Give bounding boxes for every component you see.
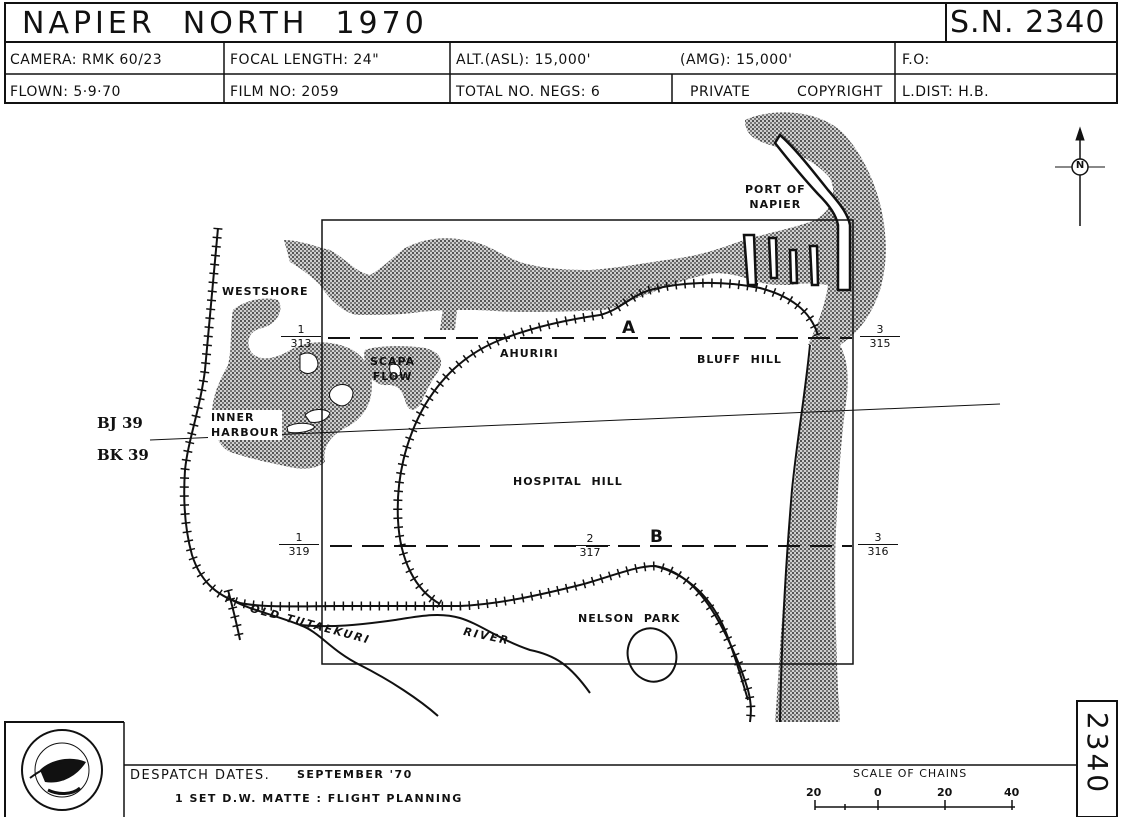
sheet-label-bk39: BK 39 bbox=[97, 446, 149, 464]
film-no-field: FILM NO: 2059 bbox=[230, 84, 340, 100]
bluff-hill-label: BLUFF HILL bbox=[697, 353, 782, 366]
run-b-start-strip: 1 bbox=[279, 531, 319, 545]
run-a-start-strip: 1 bbox=[281, 323, 321, 337]
scale-title: SCALE OF CHAINS bbox=[853, 767, 968, 780]
flown-field: FLOWN: 5·9·70 bbox=[10, 84, 121, 100]
sheet-label-bj39: BJ 39 bbox=[97, 414, 143, 432]
westshore-label: WESTSHORE bbox=[222, 285, 309, 298]
footer-frame bbox=[4, 700, 1118, 817]
run-b-end-strip: 3 bbox=[858, 531, 898, 545]
port-wharves bbox=[742, 133, 852, 292]
run-a-letter: A bbox=[622, 318, 636, 338]
sheet-number-vertical: 2340 bbox=[1078, 703, 1118, 803]
photo-coverage-frame bbox=[321, 219, 854, 665]
company-logo bbox=[21, 729, 103, 811]
camera-field: CAMERA: RMK 60/23 bbox=[10, 52, 163, 68]
run-a-end-frame: 3 315 bbox=[860, 323, 900, 350]
coast-road bbox=[779, 344, 811, 723]
inner-harbour-label: INNER HARBOUR bbox=[208, 410, 283, 440]
alt-amg-field: (AMG): 15,000' bbox=[680, 52, 793, 68]
scapa-flow-label: SCAPA FLOW bbox=[370, 355, 416, 383]
run-b-mid-photo: 317 bbox=[579, 546, 601, 559]
nelson-park-oval bbox=[626, 627, 678, 683]
run-a-end-photo: 315 bbox=[869, 337, 891, 350]
sheet-number-vertical-text: 2340 bbox=[1081, 711, 1115, 795]
run-a-start-frame: 1 313 bbox=[281, 323, 321, 350]
private-label: PRIVATE bbox=[690, 84, 751, 100]
old-tutaekuri-river bbox=[231, 599, 591, 717]
run-b-mid-frame: 2 317 bbox=[570, 532, 610, 559]
port-of-napier-label: PORT OF NAPIER bbox=[745, 183, 806, 211]
railway-lines bbox=[179, 227, 823, 723]
copyright-label: COPYRIGHT bbox=[797, 84, 883, 100]
header-table bbox=[4, 2, 1118, 104]
north-label: N bbox=[1075, 160, 1085, 171]
alt-asl-field: ALT.(ASL): 15,000' bbox=[456, 52, 591, 68]
ahuriri-label: AHURIRI bbox=[500, 347, 559, 360]
run-b-start-frame: 1 319 bbox=[279, 531, 319, 558]
scale-tick-0: 20 bbox=[806, 786, 822, 799]
north-arrow bbox=[1055, 126, 1105, 226]
scale-bar bbox=[814, 800, 1015, 810]
run-b-mid-strip: 2 bbox=[570, 532, 610, 546]
scale-tick-1: 0 bbox=[874, 786, 882, 799]
l-dist-field: L.DIST: H.B. bbox=[902, 84, 990, 100]
run-b-start-photo: 319 bbox=[288, 545, 310, 558]
nelson-park-label: NELSON PARK bbox=[578, 612, 681, 625]
sheet-boundary-line bbox=[149, 403, 1001, 441]
run-b-letter: B bbox=[650, 527, 663, 547]
run-a-start-photo: 313 bbox=[290, 337, 312, 350]
despatch-value: SEPTEMBER '70 bbox=[297, 768, 413, 781]
scale-tick-2: 20 bbox=[937, 786, 953, 799]
scale-tick-3: 40 bbox=[1004, 786, 1020, 799]
lagoons bbox=[286, 352, 401, 434]
run-a-end-strip: 3 bbox=[860, 323, 900, 337]
fo-field: F.O: bbox=[902, 52, 930, 68]
despatch-label: DESPATCH DATES. bbox=[130, 768, 271, 783]
order-line: 1 SET D.W. MATTE : FLIGHT PLANNING bbox=[175, 792, 463, 805]
focal-length-field: FOCAL LENGTH: 24" bbox=[230, 52, 380, 68]
run-b-end-frame: 3 316 bbox=[858, 531, 898, 558]
run-b-end-photo: 316 bbox=[867, 545, 889, 558]
sheet-number: S.N. 2340 bbox=[950, 5, 1106, 40]
coastline-shading bbox=[212, 112, 886, 722]
hospital-hill-label: HOSPITAL HILL bbox=[513, 475, 623, 488]
total-negs-field: TOTAL NO. NEGS: 6 bbox=[456, 84, 601, 100]
sheet-title: NAPIER NORTH 1970 bbox=[22, 6, 428, 41]
